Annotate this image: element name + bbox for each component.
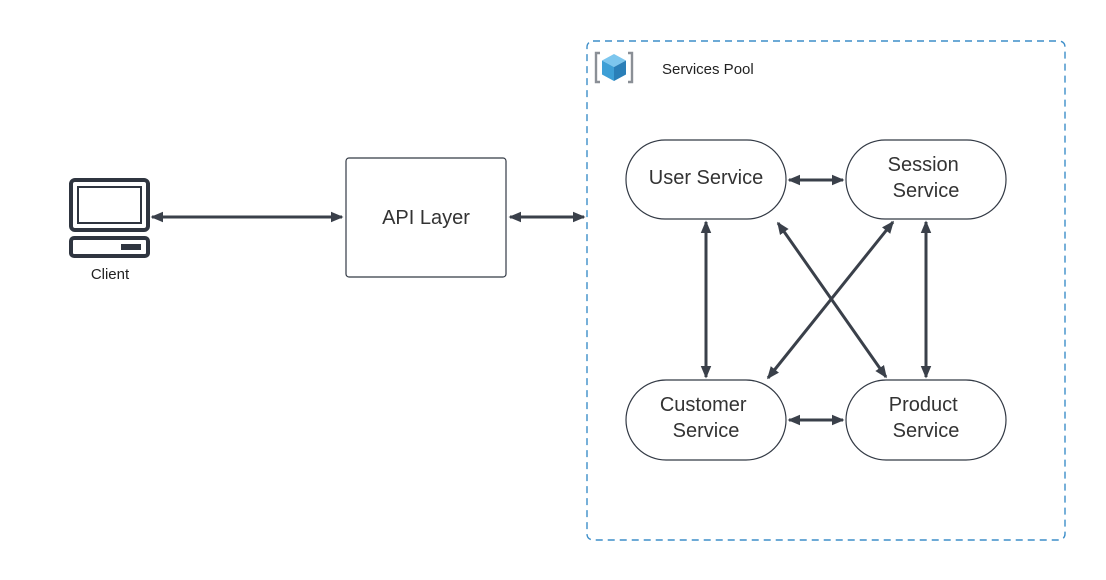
cube-container-icon	[594, 51, 634, 84]
customer-service-label-line-1: Customer	[660, 394, 747, 416]
customer-service-node: Customer Service	[625, 379, 787, 461]
api-layer-box	[345, 157, 507, 278]
computer-terminal-icon	[69, 178, 150, 258]
api-layer-node: API Layer	[345, 157, 507, 278]
customer-service-label-line-2: Service	[673, 420, 740, 442]
user-service-box	[625, 139, 787, 220]
product-service-node: Product Service	[845, 379, 1007, 461]
connectors	[150, 174, 932, 426]
product-service-box	[845, 379, 1007, 461]
api-layer-label: API Layer	[382, 207, 470, 229]
user-service-label-line-1: User Service	[649, 167, 763, 189]
services-pool-border	[586, 40, 1066, 541]
client-node: Client	[69, 178, 150, 283]
session-service-box	[845, 139, 1007, 220]
services-pool: Services Pool	[586, 40, 1066, 541]
customer-service-label: Customer Service	[660, 394, 752, 442]
services-pool-title: Services Pool	[662, 61, 754, 78]
user-service-label: User Service	[649, 167, 763, 189]
user-service-node: User Service	[625, 139, 787, 220]
product-service-label-line-1: Product	[889, 394, 958, 416]
session-service-node: Session Service	[845, 139, 1007, 220]
product-service-label-line-2: Service	[893, 420, 960, 442]
session-service-label-line-1: Session	[888, 154, 959, 176]
connector-session-customer	[766, 220, 895, 380]
product-service-label: Product Service	[889, 394, 964, 442]
session-service-label: Session Service	[888, 154, 965, 202]
client-label: Client	[91, 266, 130, 283]
customer-service-box	[625, 379, 787, 461]
session-service-label-line-2: Service	[893, 180, 960, 202]
